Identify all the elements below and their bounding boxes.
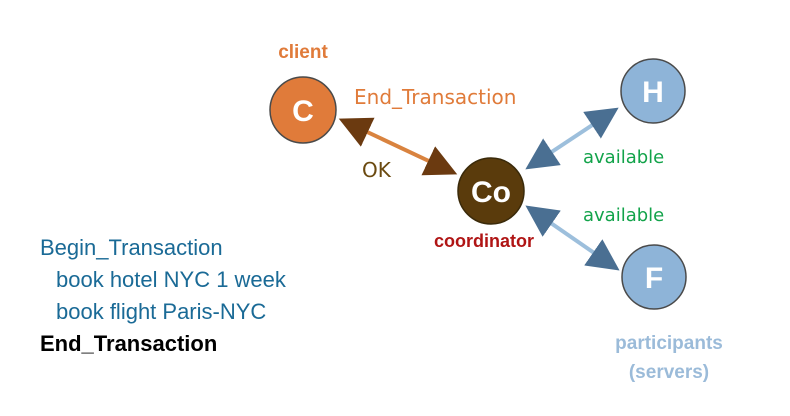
available-message-hotel: available <box>583 147 664 168</box>
available-message-flight: available <box>583 205 664 226</box>
client-caption: client <box>278 42 328 63</box>
book-hotel-line: book hotel NYC 1 week <box>56 267 286 292</box>
participants-caption-line2: (servers) <box>629 362 709 383</box>
flight-node-letter: F <box>645 262 663 295</box>
arrow-coordinator-flight <box>525 205 620 271</box>
ok-message: OK <box>362 158 392 182</box>
end-transaction-line: End_Transaction <box>40 331 218 356</box>
coordinator-node: Co <box>457 157 525 225</box>
hotel-node-letter: H <box>642 76 664 109</box>
client-node: C <box>269 76 337 144</box>
arrow-coordinator-hotel <box>525 107 619 170</box>
participants-caption-line1: participants <box>615 333 723 354</box>
end-transaction-message: End_Transaction <box>354 85 516 109</box>
coordinator-node-letter: Co <box>471 176 511 209</box>
flight-participant-node: F <box>621 244 687 310</box>
hotel-participant-node: H <box>620 58 686 124</box>
arrow-client-coordinator <box>338 117 458 176</box>
transaction-code-block: Begin_Transaction book hotel NYC 1 week … <box>40 232 286 360</box>
coordinator-caption: coordinator <box>434 231 534 251</box>
client-node-letter: C <box>292 95 314 128</box>
begin-transaction-line: Begin_Transaction <box>40 235 223 260</box>
book-flight-line: book flight Paris-NYC <box>56 299 267 324</box>
